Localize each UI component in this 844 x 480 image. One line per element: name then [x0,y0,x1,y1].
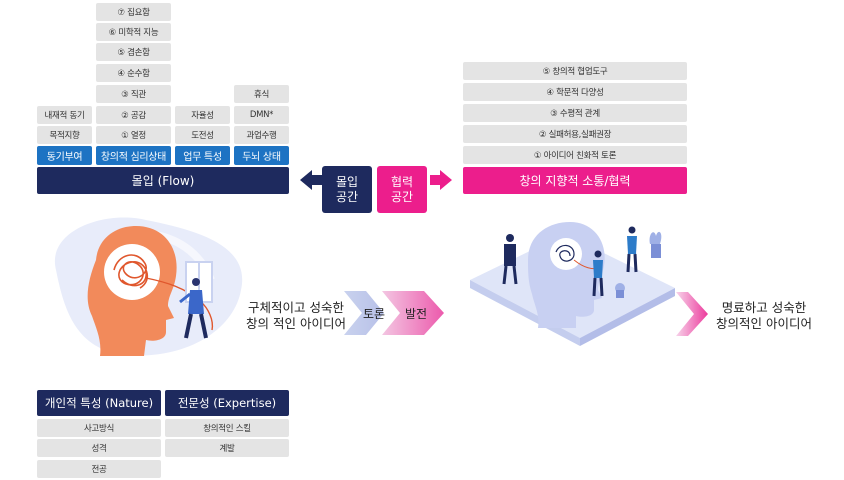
idea-in-line1: 구체적이고 성숙한 [248,300,344,315]
flow-header-brain-state: 두뇌 상태 [234,146,289,165]
collab-item-discussion: ① 아이디어 친화적 토론 [463,146,687,164]
flow-item-humility: ⑤ 겸손함 [96,43,171,61]
flow-item-inner-motivation: 내재적 동기 [37,106,92,124]
right-arrow-icon [430,170,452,190]
collaboration-illustration [470,222,675,346]
flow-title-bar: 몰입 (Flow) [37,167,289,194]
idea-out-line2: 창의적인 아이디어 [716,316,812,331]
flow-item-dmn: DMN* [234,106,289,124]
collab-title-bar: 창의 지향적 소통/협력 [463,167,687,194]
flow-item-purity: ④ 순수함 [96,64,171,82]
idea-in-text: 구체적이고 성숙한 창의 적인 아이디어 [246,300,346,332]
collab-item-diversity: ④ 학문적 다양성 [463,83,687,101]
step-development: 발전 [405,307,428,321]
collab-item-horizontal: ③ 수평적 관계 [463,104,687,122]
collab-item-failure: ② 실패허용,실패권장 [463,125,687,143]
flow-item-empathy: ② 공감 [96,106,171,124]
collab-space-line1: 협력 [390,174,414,189]
collab-item-tools: ⑤ 창의적 협업도구 [463,62,687,80]
expertise-item-develop: 계발 [165,439,289,457]
idea-out-line1: 명료하고 성숙한 [721,300,807,315]
output-arrow-icon [676,292,708,336]
flow-item-rest: 휴식 [234,85,289,103]
step-discussion: 토론 [363,307,386,321]
flow-item-intuition: ③ 직관 [96,85,171,103]
brain-head-illustration [54,217,243,356]
flow-header-motivation: 동기부여 [37,146,92,165]
nature-item-thinking: 사고방식 [37,419,161,437]
chevron-arrow-icon [344,291,444,335]
idea-in-line2: 창의 적인 아이디어 [246,316,346,331]
collab-space-line2: 공간 [390,189,414,204]
flow-space-line1: 몰입 [335,174,359,189]
flow-item-autonomy: 자율성 [175,106,230,124]
expertise-title-bar: 전문성 (Expertise) [165,390,289,416]
flow-item-persistence: ⑦ 집요함 [96,3,171,21]
expertise-item-skill: 창의적인 스킬 [165,419,289,437]
idea-out-text: 명료하고 성숙한 창의적인 아이디어 [714,300,814,332]
flow-header-creative-mind: 창의적 심리상태 [96,146,171,165]
flow-item-challenge: 도전성 [175,126,230,144]
flow-item-aesthetic-intelligence: ⑥ 미학적 지능 [96,23,171,41]
flow-header-task-nature: 업무 특성 [175,146,230,165]
flow-item-goal-oriented: 목적지향 [37,126,92,144]
flow-space-line2: 공간 [335,189,359,204]
nature-item-personality: 성격 [37,439,161,457]
flow-item-passion: ① 열정 [96,126,171,144]
nature-item-major: 전공 [37,460,161,478]
nature-title-bar: 개인적 특성 (Nature) [37,390,161,416]
left-arrow-icon [300,170,322,190]
flow-item-task-performance: 과업수행 [234,126,289,144]
